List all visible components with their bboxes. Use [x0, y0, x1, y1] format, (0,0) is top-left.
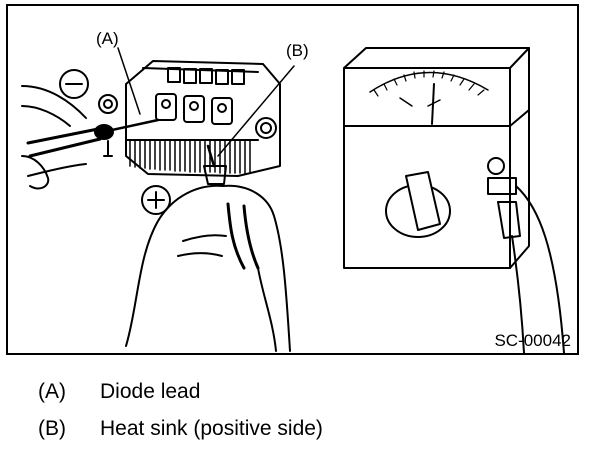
legend-item: (A) Diode lead — [38, 381, 323, 402]
left-hand — [21, 85, 87, 190]
figure-code: SC-00042 — [494, 331, 571, 350]
legend-key: (A) — [38, 380, 66, 403]
right-hand — [125, 184, 291, 352]
legend-key: (B) — [38, 417, 66, 440]
callout-a-label: (A) — [96, 29, 119, 48]
diode-test-illustration — [21, 47, 565, 353]
legend: (A) Diode lead (B) Heat sink (positive s… — [38, 381, 323, 455]
negative-terminal-symbol — [59, 69, 89, 99]
callout-b-label: (B) — [286, 41, 309, 60]
illustration-frame: (A) (B) SC-00042 — [6, 4, 579, 355]
input-jack — [487, 157, 505, 175]
multimeter — [343, 47, 565, 353]
meter-dial — [369, 70, 489, 125]
callout-a-leader — [117, 47, 141, 115]
negative-probe — [26, 118, 160, 158]
positive-terminal-symbol — [141, 185, 171, 215]
legend-text: Heat sink (positive side) — [100, 417, 323, 440]
legend-item: (B) Heat sink (positive side) — [38, 418, 323, 439]
rectifier-assembly — [98, 60, 281, 177]
legend-text: Diode lead — [100, 380, 201, 403]
selector-knob — [385, 171, 451, 238]
callout-b-leader — [217, 65, 295, 157]
positive-probe — [203, 144, 277, 352]
